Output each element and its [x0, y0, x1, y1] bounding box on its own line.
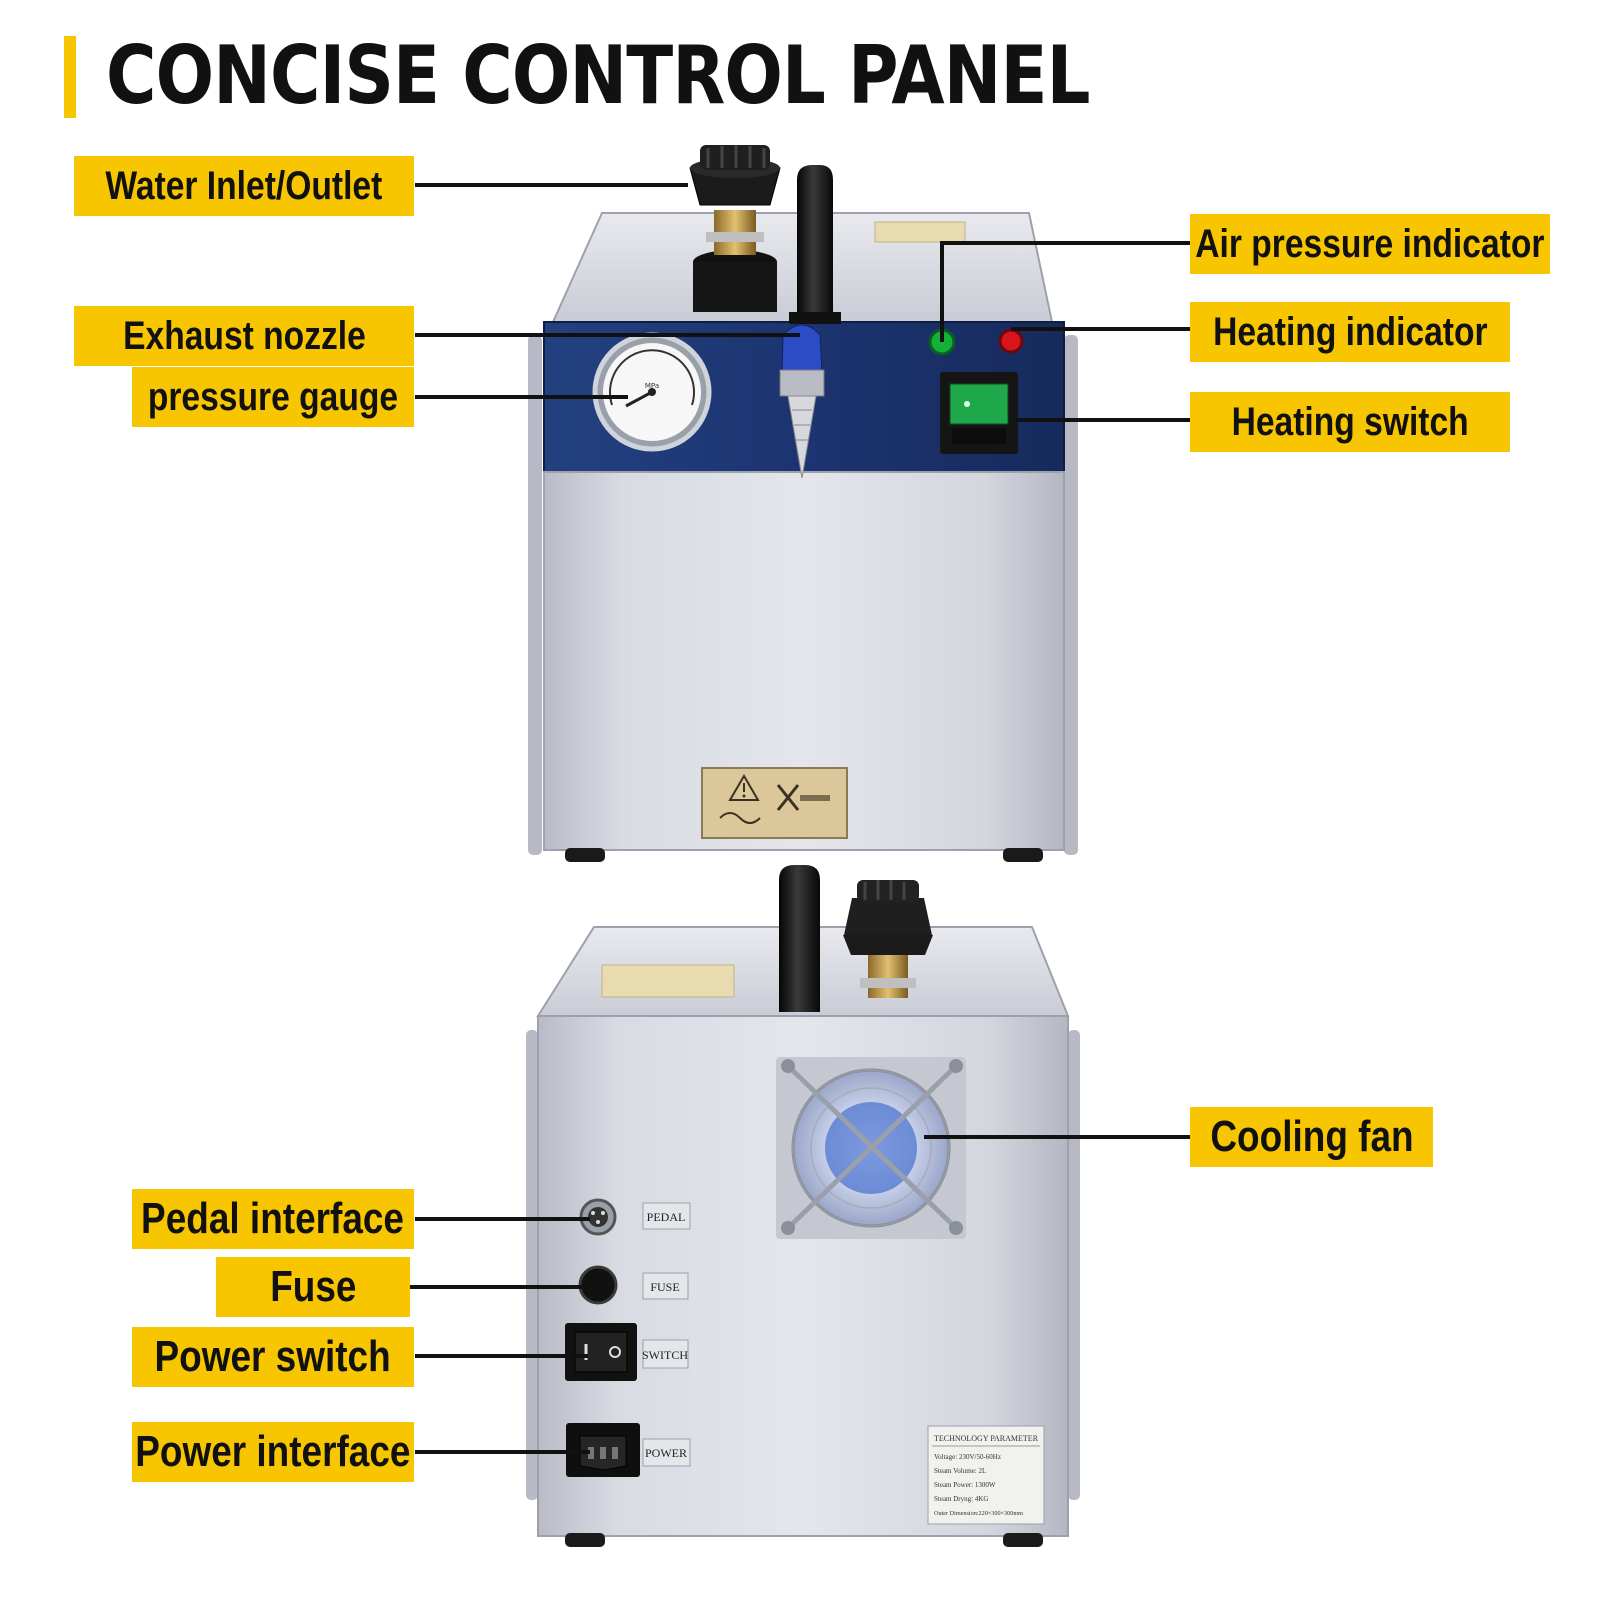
- water-inlet-cap: [689, 145, 781, 312]
- no-touch-icon: [776, 784, 800, 811]
- spec-plate-heading: TECHNOLOGY PARAMETER: [934, 1434, 1039, 1443]
- warning-label: [701, 767, 848, 839]
- power-inlet-socket: [566, 1423, 640, 1477]
- rear-top-sticker: [601, 964, 735, 998]
- fuse-label-text: FUSE: [650, 1280, 679, 1294]
- title-accent-bar: [64, 36, 76, 118]
- label-text: Fuse: [269, 1262, 357, 1311]
- exhaust-nozzle: [779, 324, 825, 479]
- label-text: Power switch: [154, 1332, 392, 1381]
- label-water-inlet: Water Inlet/Outlet: [74, 156, 414, 216]
- callout-lines: [410, 183, 1190, 1454]
- rear-steam-tube: [779, 865, 820, 1012]
- spec-line: Voltage: 230V/50-60Hz: [934, 1453, 1001, 1461]
- label-power-switch: Power switch: [132, 1327, 414, 1387]
- rear-water-inlet-cap: [843, 880, 933, 998]
- heating-switch: [940, 372, 1018, 454]
- label-cooling-fan: Cooling fan: [1190, 1107, 1433, 1167]
- spec-line: Steam Dryng: 4KG: [934, 1495, 988, 1503]
- rear-view-machine: [526, 865, 1080, 1547]
- label-text: Pedal interface: [141, 1194, 405, 1243]
- label-text: pressure gauge: [147, 374, 399, 419]
- steam-tube: [797, 165, 833, 315]
- label-fuse: Fuse: [216, 1257, 410, 1317]
- label-air-pressure-indicator: Air pressure indicator: [1190, 214, 1550, 274]
- switch-label-text: SWITCH: [642, 1348, 688, 1362]
- hand-burn-icon: [719, 812, 761, 824]
- front-foot-right: [1003, 848, 1043, 862]
- spec-line: Steam Power: 1300W: [934, 1481, 996, 1489]
- spec-line: Steam Volume: 2L: [934, 1467, 986, 1475]
- power-label-text: POWER: [645, 1446, 687, 1460]
- switch-label-plate: [642, 1339, 689, 1369]
- top-sticker: [874, 221, 966, 243]
- label-text: Water Inlet/Outlet: [105, 163, 383, 208]
- power-label-plate: [642, 1438, 691, 1467]
- front-foot-left: [565, 848, 605, 862]
- page-title: CONCISE CONTROL PANEL: [106, 29, 1090, 122]
- label-pressure-gauge: pressure gauge: [132, 367, 414, 427]
- cooling-fan: [776, 1057, 966, 1239]
- label-pedal-interface: Pedal interface: [132, 1189, 414, 1249]
- spec-plate: [927, 1425, 1045, 1525]
- label-text: Exhaust nozzle: [122, 313, 366, 358]
- fuse-label-plate: [642, 1272, 689, 1300]
- right-side-rail: [1064, 335, 1078, 855]
- svg-text:MPa: MPa: [645, 382, 659, 390]
- pressure-gauge: MPa: [592, 332, 712, 452]
- power-rocker-switch: [565, 1323, 637, 1381]
- label-text: Cooling fan: [1209, 1112, 1414, 1161]
- pedal-label-text: PEDAL: [647, 1210, 686, 1224]
- front-view-machine: MPa: [528, 145, 1078, 862]
- callout-line-air-pressure: [940, 241, 1190, 342]
- label-heating-switch: Heating switch: [1190, 392, 1510, 452]
- label-exhaust-nozzle: Exhaust nozzle: [74, 306, 414, 366]
- left-side-rail: [528, 335, 542, 855]
- label-text: Power interface: [135, 1427, 411, 1476]
- warning-triangle-icon: [728, 774, 760, 801]
- spec-line: Outer Dimension:220×300×300mm: [934, 1510, 1023, 1517]
- label-power-interface: Power interface: [132, 1422, 414, 1482]
- label-text: Air pressure indicator: [1195, 221, 1545, 266]
- label-heating-indicator: Heating indicator: [1190, 302, 1510, 362]
- heating-indicator-light: [998, 328, 1024, 354]
- label-text: Heating indicator: [1212, 309, 1488, 354]
- label-text: Heating switch: [1231, 399, 1469, 444]
- pedal-label-plate: [642, 1202, 691, 1230]
